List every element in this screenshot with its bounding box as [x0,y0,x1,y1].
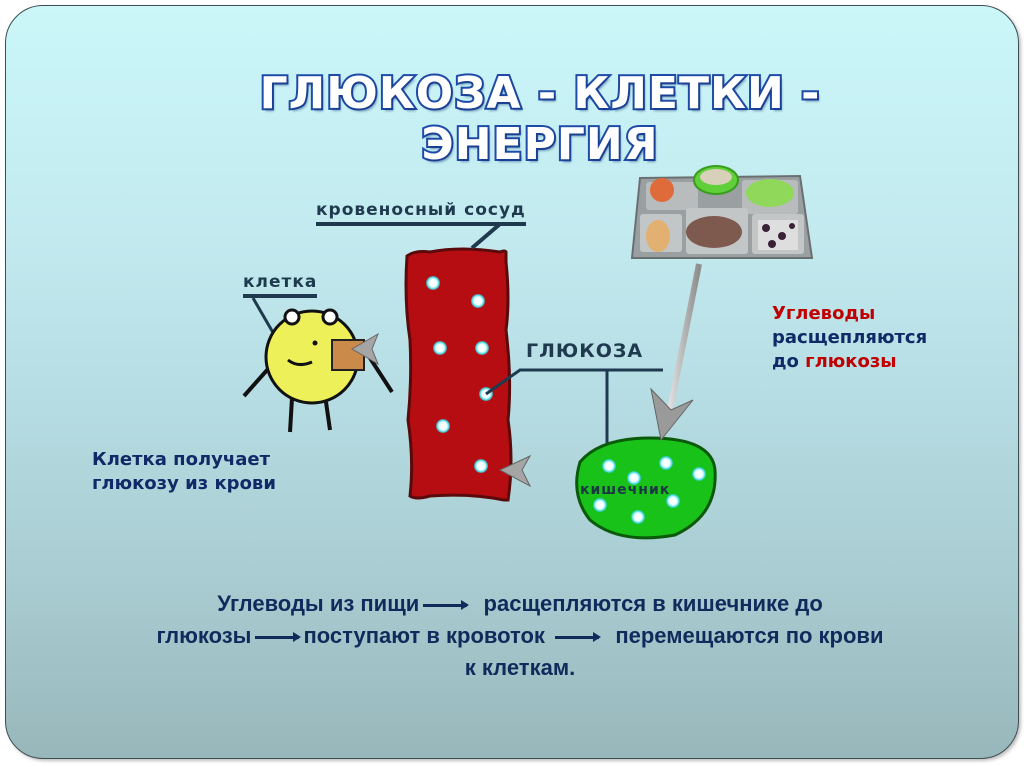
note-prefix: до [772,351,806,372]
label-intestine: кишечник [580,482,671,498]
summary-part-4: поступают в кровоток [303,623,545,648]
summary-line-3: к клеткам. [40,652,1000,684]
arrow-vessel-to-cell [350,332,438,366]
arrow-right-icon [255,631,302,642]
summary-part-1: Углеводы из пищи [217,591,420,616]
note-line-split: расщепляются [772,327,928,348]
note-cell-receives-glucose: Клетка получает глюкозу из крови [92,448,276,496]
summary-line-2: глюкозы поступают в кровоток перемещаются… [40,620,1000,652]
summary-part-3: глюкозы [156,623,252,648]
label-glucose: ГЛЮКОЗА [526,340,644,362]
note-highlight-glucose: глюкозы [805,351,897,372]
summary-line-1: Углеводы из пищи расщепляются в кишечник… [40,588,1000,620]
arrow-right-icon [423,599,470,610]
note-line-1: Клетка получает [92,449,271,470]
label-blood-vessel: кровеносный сосуд [316,200,526,226]
note-line-carbs: Углеводы [772,303,876,324]
summary-part-6: к клеткам. [464,655,576,680]
summary-part-2: расщепляются в кишечнике до [483,591,823,616]
arrow-intestine-to-vessel [498,454,600,488]
label-cell: клетка [243,272,318,298]
note-line-2: глюкозу из крови [92,473,276,494]
summary-part-5: перемещаются по крови [615,623,884,648]
note-line-to-glucose: до глюкозы [772,350,927,374]
note-carbs-broken-down: Углеводы расщепляются до глюкозы [772,302,927,374]
arrow-tray-to-intestine [650,263,702,442]
slide-title: ГЛЮКОЗА - КЛЕТКИ - ЭНЕРГИЯ [258,66,822,172]
blood-vessel-illustration [404,247,513,502]
cell-character-illustration [242,308,394,433]
food-tray-illustration [630,165,814,259]
arrow-right-icon [555,631,602,642]
slide-background [5,5,1019,759]
intestine-illustration [575,436,717,540]
summary-text: Углеводы из пищи расщепляются в кишечник… [40,588,1000,684]
